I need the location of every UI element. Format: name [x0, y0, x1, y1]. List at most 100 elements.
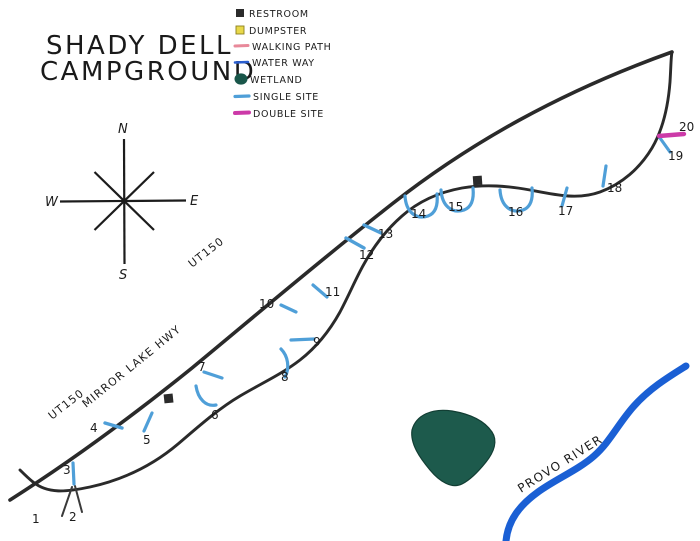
campsite-14[interactable]: 14 [403, 192, 439, 221]
campsite-5-marker[interactable] [142, 411, 154, 433]
campsite-10-label: 10 [259, 297, 274, 311]
wetland-area [411, 409, 496, 487]
legend-item-dumpster: DUMPSTER [235, 25, 307, 37]
campsite-4-marker[interactable] [103, 421, 124, 430]
campsite-15-label: 15 [448, 200, 463, 214]
highway-label-ut150-lower: UT150 [46, 386, 87, 422]
wetland-blob [411, 409, 496, 487]
compass-rose: N S E W [45, 122, 199, 283]
campsite-3[interactable]: 3 [63, 461, 76, 486]
loop-road-path [31, 50, 674, 493]
campsite-7-label: 7 [198, 360, 206, 374]
campsite-7[interactable]: 7 [198, 360, 224, 380]
campsite-1[interactable]: 1 [32, 486, 73, 526]
campsite-9-marker[interactable] [289, 337, 316, 342]
single-site-line-icon [233, 94, 251, 99]
provo-river-path [502, 362, 690, 541]
water-way-line-icon [233, 60, 250, 64]
campsite-11-label: 11 [325, 285, 340, 299]
campsite-18-label: 18 [607, 181, 622, 195]
campsite-13-marker[interactable] [362, 223, 383, 235]
campsite-group: 1 2 3 4 5 [32, 120, 694, 526]
campsite-20[interactable]: 20 [656, 120, 694, 139]
campsite-2-label: 2 [69, 510, 77, 524]
campsite-13-label: 13 [378, 227, 393, 241]
campsite-19[interactable]: 19 [658, 136, 683, 163]
restroom-marker-west[interactable] [163, 393, 174, 404]
campsite-11[interactable]: 11 [311, 283, 340, 299]
campsite-3-marker[interactable] [71, 461, 76, 486]
restroom-marker-east[interactable] [472, 175, 483, 186]
campsite-1-marker[interactable] [61, 486, 73, 517]
campsite-6-marker[interactable] [194, 384, 218, 407]
campsite-8-marker[interactable] [279, 347, 290, 379]
title-line-1: SHADY DELL [46, 31, 233, 61]
double-site-line-icon [233, 110, 251, 115]
legend-item-restroom: RESTROOM [236, 9, 309, 20]
campsite-8[interactable]: 8 [279, 347, 290, 384]
campsite-12-marker[interactable] [344, 236, 366, 250]
campsite-12-label: 12 [359, 248, 374, 262]
compass-label-east: E [190, 194, 199, 209]
legend-label-walking-path: WALKING PATH [252, 42, 331, 53]
restroom-square-icon [236, 9, 244, 17]
legend-item-double-site: DOUBLE SITE [233, 109, 324, 120]
legend: RESTROOM DUMPSTER WALKING PATH WATER WAY… [233, 9, 331, 120]
campsite-1-label: 1 [32, 512, 40, 526]
facility-markers [163, 175, 483, 404]
campsite-2-marker[interactable] [74, 485, 83, 513]
legend-label-water-way: WATER WAY [252, 58, 315, 69]
campsite-17-label: 17 [558, 204, 573, 218]
campsite-11-marker[interactable] [311, 283, 329, 299]
campsite-16-marker[interactable] [498, 186, 534, 213]
compass-label-south: S [119, 268, 127, 283]
campsite-10[interactable]: 10 [259, 297, 298, 314]
campsite-15[interactable]: 15 [439, 186, 475, 214]
campsite-4[interactable]: 4 [90, 421, 124, 435]
legend-label-single-site: SINGLE SITE [253, 92, 319, 103]
legend-label-wetland: WETLAND [250, 75, 303, 86]
campsite-13[interactable]: 13 [362, 223, 393, 241]
campsite-4-label: 4 [90, 421, 98, 435]
campsite-7-marker[interactable] [202, 370, 224, 380]
compass-label-west: W [45, 195, 59, 210]
legend-item-wetland: WETLAND [234, 73, 303, 86]
dumpster-square-icon [235, 25, 245, 35]
campsite-3-label: 3 [63, 463, 71, 477]
loop-road-spur [18, 468, 35, 484]
campsite-18[interactable]: 18 [601, 164, 622, 195]
campsite-10-marker[interactable] [279, 303, 298, 314]
campsite-9-label: 9 [313, 335, 321, 349]
campsite-2[interactable]: 2 [69, 485, 83, 524]
campsite-18-marker[interactable] [601, 164, 608, 188]
highway-ut150: UT150 MIRROR LAKE HWY UT150 [8, 50, 674, 502]
campsite-12[interactable]: 12 [344, 236, 374, 262]
campsite-5-label: 5 [143, 433, 151, 447]
legend-item-walking-path: WALKING PATH [233, 42, 331, 53]
campsite-6[interactable]: 6 [194, 384, 219, 422]
highway-label-ut150-upper: UT150 [186, 234, 227, 270]
campsite-16-label: 16 [508, 205, 523, 219]
campsite-17-marker[interactable] [560, 186, 569, 208]
campsite-8-label: 8 [281, 370, 289, 384]
campsite-17[interactable]: 17 [558, 186, 573, 218]
campsite-14-marker[interactable] [403, 192, 439, 219]
walking-path-line-icon [233, 44, 250, 48]
title-line-2: CAMPGROUND [40, 57, 256, 87]
campsite-9[interactable]: 9 [289, 335, 321, 349]
campground-loop-road [18, 50, 674, 493]
legend-label-restroom: RESTROOM [249, 9, 309, 20]
compass-axis-diagonal-2 [93, 171, 155, 231]
campsite-15-marker[interactable] [439, 186, 475, 213]
campsite-20-label: 20 [679, 120, 694, 134]
campsite-19-label: 19 [668, 149, 683, 163]
campsite-20-marker[interactable] [656, 131, 687, 139]
legend-label-double-site: DOUBLE SITE [253, 109, 324, 120]
campsite-19-marker[interactable] [658, 136, 672, 154]
legend-item-single-site: SINGLE SITE [233, 92, 319, 103]
campsite-16[interactable]: 16 [498, 186, 534, 219]
legend-item-water-way: WATER WAY [233, 58, 315, 69]
campsite-5[interactable]: 5 [142, 411, 154, 447]
